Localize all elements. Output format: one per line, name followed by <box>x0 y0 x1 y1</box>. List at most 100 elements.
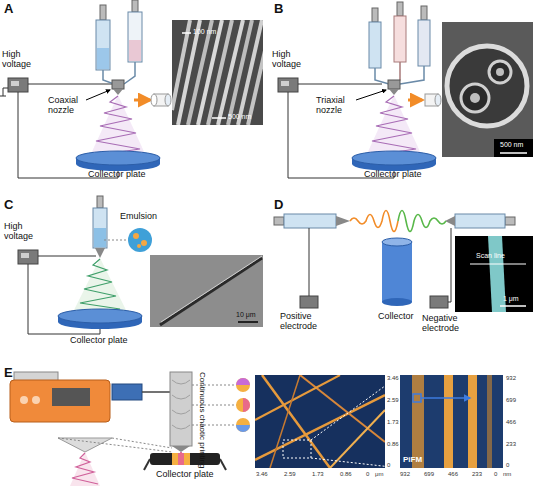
panel-e-apparatus <box>172 453 178 465</box>
panel-d-apparatus <box>284 214 336 228</box>
panel-d-apparatus <box>398 211 446 232</box>
afm-map-overview <box>255 375 385 468</box>
panel-e-apparatus <box>112 438 172 448</box>
panel-c-apparatus <box>133 233 139 239</box>
sem-inset-triaxial <box>494 139 533 157</box>
panel-e-apparatus <box>32 396 40 404</box>
panel-b-apparatus <box>388 80 400 89</box>
panel-b-apparatus <box>394 16 406 62</box>
panel-e-apparatus <box>236 398 250 412</box>
panel-a-apparatus <box>11 81 19 86</box>
panel-d-apparatus <box>455 214 505 228</box>
axis-tick: 2.59 <box>387 397 399 404</box>
sem-inset-coaxial <box>172 20 263 125</box>
panel-e-apparatus <box>236 418 250 432</box>
electrode-label: Positive electrode <box>280 312 336 332</box>
panel-a-apparatus <box>124 62 135 84</box>
panel-e-apparatus <box>52 388 90 406</box>
panel-a-apparatus <box>100 5 106 20</box>
sem-inset-emulsion <box>238 321 258 323</box>
afm-map-overview <box>300 375 385 442</box>
scale-label: 500 nm <box>228 113 251 121</box>
sem-inset-coaxial <box>212 117 226 119</box>
panel-a-apparatus <box>92 96 140 156</box>
collector-label: Collector <box>378 312 414 322</box>
afm-map-overview <box>330 410 385 468</box>
afm-inset-fiber <box>455 236 533 312</box>
sem-inset-emulsion <box>160 258 262 325</box>
panel-d-apparatus <box>448 228 451 302</box>
panel-c-apparatus <box>93 208 107 248</box>
panel-d-apparatus <box>430 296 448 308</box>
panel-e-apparatus <box>150 453 220 465</box>
panel-a-apparatus <box>128 12 142 62</box>
axis-tick: 466 <box>506 419 516 426</box>
axis-tick: 233 <box>472 471 482 478</box>
axis-tick: 0 <box>506 462 509 469</box>
panel-e-apparatus <box>178 453 184 465</box>
panel-d-apparatus <box>445 216 455 226</box>
panel-a-apparatus <box>0 0 171 178</box>
axis-unit: nm <box>503 471 511 478</box>
panel-c-apparatus <box>38 256 96 257</box>
axis-tick: 3.46 <box>256 471 268 478</box>
sem-inset-triaxial <box>461 84 489 112</box>
panel-d-apparatus <box>382 242 412 302</box>
axis-unit: μm <box>375 471 383 478</box>
panel-b-apparatus <box>278 2 441 178</box>
panel-c-apparatus <box>141 240 147 246</box>
panel-a-apparatus <box>28 84 112 85</box>
sem-inset-triaxial <box>442 22 533 157</box>
electrode-label: Negative electrode <box>422 314 480 334</box>
panel-b-apparatus <box>389 89 399 95</box>
panel-c-apparatus <box>18 250 38 264</box>
panel-e-apparatus <box>58 438 172 452</box>
afm-map-overview <box>255 375 385 468</box>
panel-b-apparatus <box>366 95 422 156</box>
panel-e-apparatus <box>184 453 190 465</box>
afm-map-overview <box>270 375 300 468</box>
panel-a-apparatus <box>129 40 141 61</box>
sem-inset-coaxial <box>248 20 263 125</box>
nozzle-label: Triaxial nozzle <box>316 96 356 116</box>
panel-b-apparatus <box>298 84 382 85</box>
panel-a-apparatus <box>112 80 124 89</box>
panel-d-apparatus <box>382 238 412 246</box>
sem-inset-emulsion <box>150 255 263 327</box>
panel-b-apparatus <box>418 20 430 66</box>
panel-d-apparatus <box>350 211 398 232</box>
panel-a-apparatus <box>90 95 146 156</box>
panel-e-apparatus <box>112 384 142 400</box>
sem-inset-coaxial <box>172 20 263 125</box>
pifm-map-zoom <box>400 375 503 468</box>
collector-label: Collector plate <box>70 336 128 346</box>
panel-letter: B <box>274 2 283 16</box>
collector-label: Collector plate <box>156 470 214 480</box>
panel-e-apparatus <box>10 372 250 486</box>
panel-e-apparatus <box>236 378 250 392</box>
panel-e-apparatus <box>10 380 110 422</box>
axis-tick: 0 <box>366 471 369 478</box>
mode-label: PiFM <box>403 456 422 465</box>
axis-tick: 466 <box>448 471 458 478</box>
pifm-map-zoom <box>468 375 477 468</box>
sem-inset-emulsion <box>161 256 262 322</box>
axis-tick: 1.73 <box>387 419 399 426</box>
panel-b-apparatus <box>400 66 424 84</box>
panel-letter: A <box>4 2 13 16</box>
panel-d-apparatus <box>336 216 350 226</box>
panel-a-apparatus <box>97 48 109 69</box>
emulsion-label: Emulsion <box>120 212 157 222</box>
panel-d-apparatus <box>274 217 284 225</box>
sem-inset-coaxial <box>182 32 191 34</box>
collector-label: Collector plate <box>364 170 422 180</box>
scale-label: 10 μm <box>236 311 256 319</box>
panel-b-apparatus <box>369 22 381 68</box>
pifm-map-zoom <box>421 397 470 399</box>
panel-a-apparatus <box>113 89 123 95</box>
axis-tick: 233 <box>506 441 516 448</box>
pifm-map-zoom <box>487 375 492 468</box>
panel-b-apparatus <box>397 2 403 16</box>
panel-e-apparatus <box>243 398 250 412</box>
